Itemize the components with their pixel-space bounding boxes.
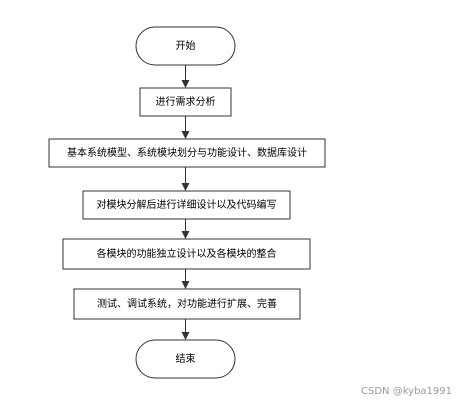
process-box-1 (139, 87, 232, 117)
process-box-5 (73, 288, 301, 320)
process-label-4: 各模块的功能独立设计以及各模块的整合 (97, 247, 277, 260)
end-terminator (135, 339, 236, 379)
process-label-1: 进行需求分析 (156, 95, 216, 108)
watermark-text: CSDN @kyba1991 (361, 386, 452, 397)
end-label: 结束 (176, 352, 196, 365)
process-box-3 (82, 190, 291, 220)
process-label-3: 对模块分解后进行详细设计以及代码编写 (97, 198, 277, 211)
process-label-2: 基本系统模型、系统模块划分与功能设计、数据库设计 (67, 146, 307, 159)
process-box-2 (48, 138, 326, 168)
process-label-5: 测试、调试系统，对功能进行扩展、完善 (97, 297, 277, 310)
process-box-4 (62, 238, 311, 270)
start-label: 开始 (176, 39, 196, 52)
